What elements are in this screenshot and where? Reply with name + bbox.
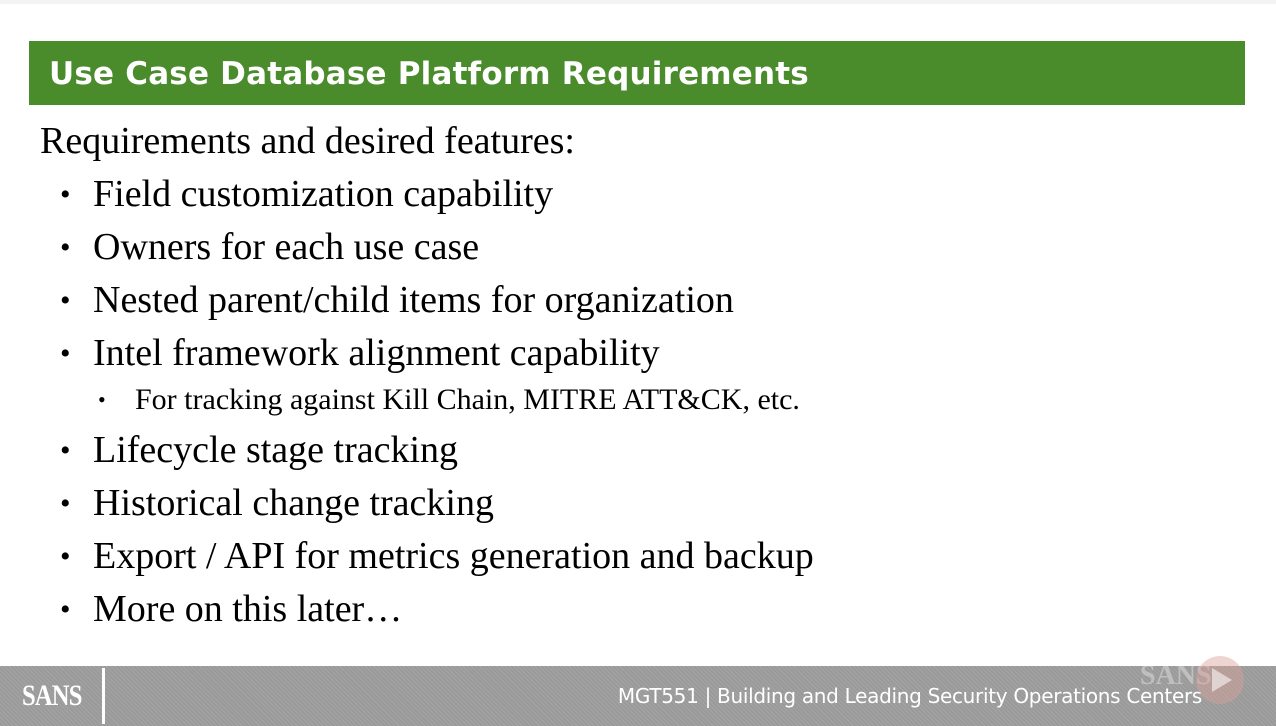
top-border — [0, 0, 1276, 4]
footer-bar: SANS MGT551 | Building and Leading Secur… — [0, 656, 1276, 726]
bullet-item: • Historical change tracking — [40, 477, 1240, 530]
intro-text: Requirements and desired features: — [40, 120, 575, 162]
bullet-text: More on this later… — [93, 588, 403, 630]
bullet-icon: • — [60, 284, 71, 317]
bullet-item: • Field customization capability — [40, 168, 1240, 221]
sub-bullet-icon: • — [98, 387, 106, 412]
bullet-icon: • — [60, 593, 71, 626]
bullet-icon: • — [60, 434, 71, 467]
bullet-item: • Lifecycle stage tracking — [40, 424, 1240, 477]
title-bar: Use Case Database Platform Requirements — [29, 41, 1245, 105]
bullet-item: • Owners for each use case — [40, 221, 1240, 274]
bullet-text: Lifecycle stage tracking — [93, 429, 459, 471]
bullet-icon: • — [60, 178, 71, 211]
course-title: MGT551 | Building and Leading Security O… — [617, 684, 1202, 708]
sans-play-watermark-icon: SANS — [1140, 656, 1244, 704]
bullet-icon: • — [60, 487, 71, 520]
bullet-text: Historical change tracking — [93, 482, 494, 524]
watermark-play-glyph — [1212, 668, 1232, 692]
slide-title: Use Case Database Platform Requirements — [49, 56, 809, 92]
watermark-logo-text: SANS — [1140, 660, 1212, 691]
bullet-text: Intel framework alignment capability — [93, 332, 660, 374]
bullet-text: Field customization capability — [93, 173, 554, 215]
slide-content: Requirements and desired features: • Fie… — [40, 116, 1240, 636]
bullet-text: Export / API for metrics generation and … — [93, 535, 814, 577]
sub-bullet-item: • For tracking against Kill Chain, MITRE… — [40, 380, 1240, 424]
sub-bullet-text: For tracking against Kill Chain, MITRE A… — [135, 383, 800, 416]
bullet-icon: • — [60, 231, 71, 264]
footer-divider — [102, 668, 105, 724]
sans-logo: SANS — [22, 679, 82, 712]
bullet-list: • Field customization capability • Owner… — [40, 168, 1240, 636]
bullet-icon: • — [60, 337, 71, 370]
bullet-item: • Nested parent/child items for organiza… — [40, 274, 1240, 327]
bullet-icon: • — [60, 540, 71, 573]
bullet-item: • More on this later… — [40, 583, 1240, 636]
bullet-text: Owners for each use case — [93, 226, 480, 268]
bullet-text: Nested parent/child items for organizati… — [93, 279, 734, 321]
bullet-item: • Export / API for metrics generation an… — [40, 530, 1240, 583]
bullet-item: • Intel framework alignment capability — [40, 327, 1240, 380]
